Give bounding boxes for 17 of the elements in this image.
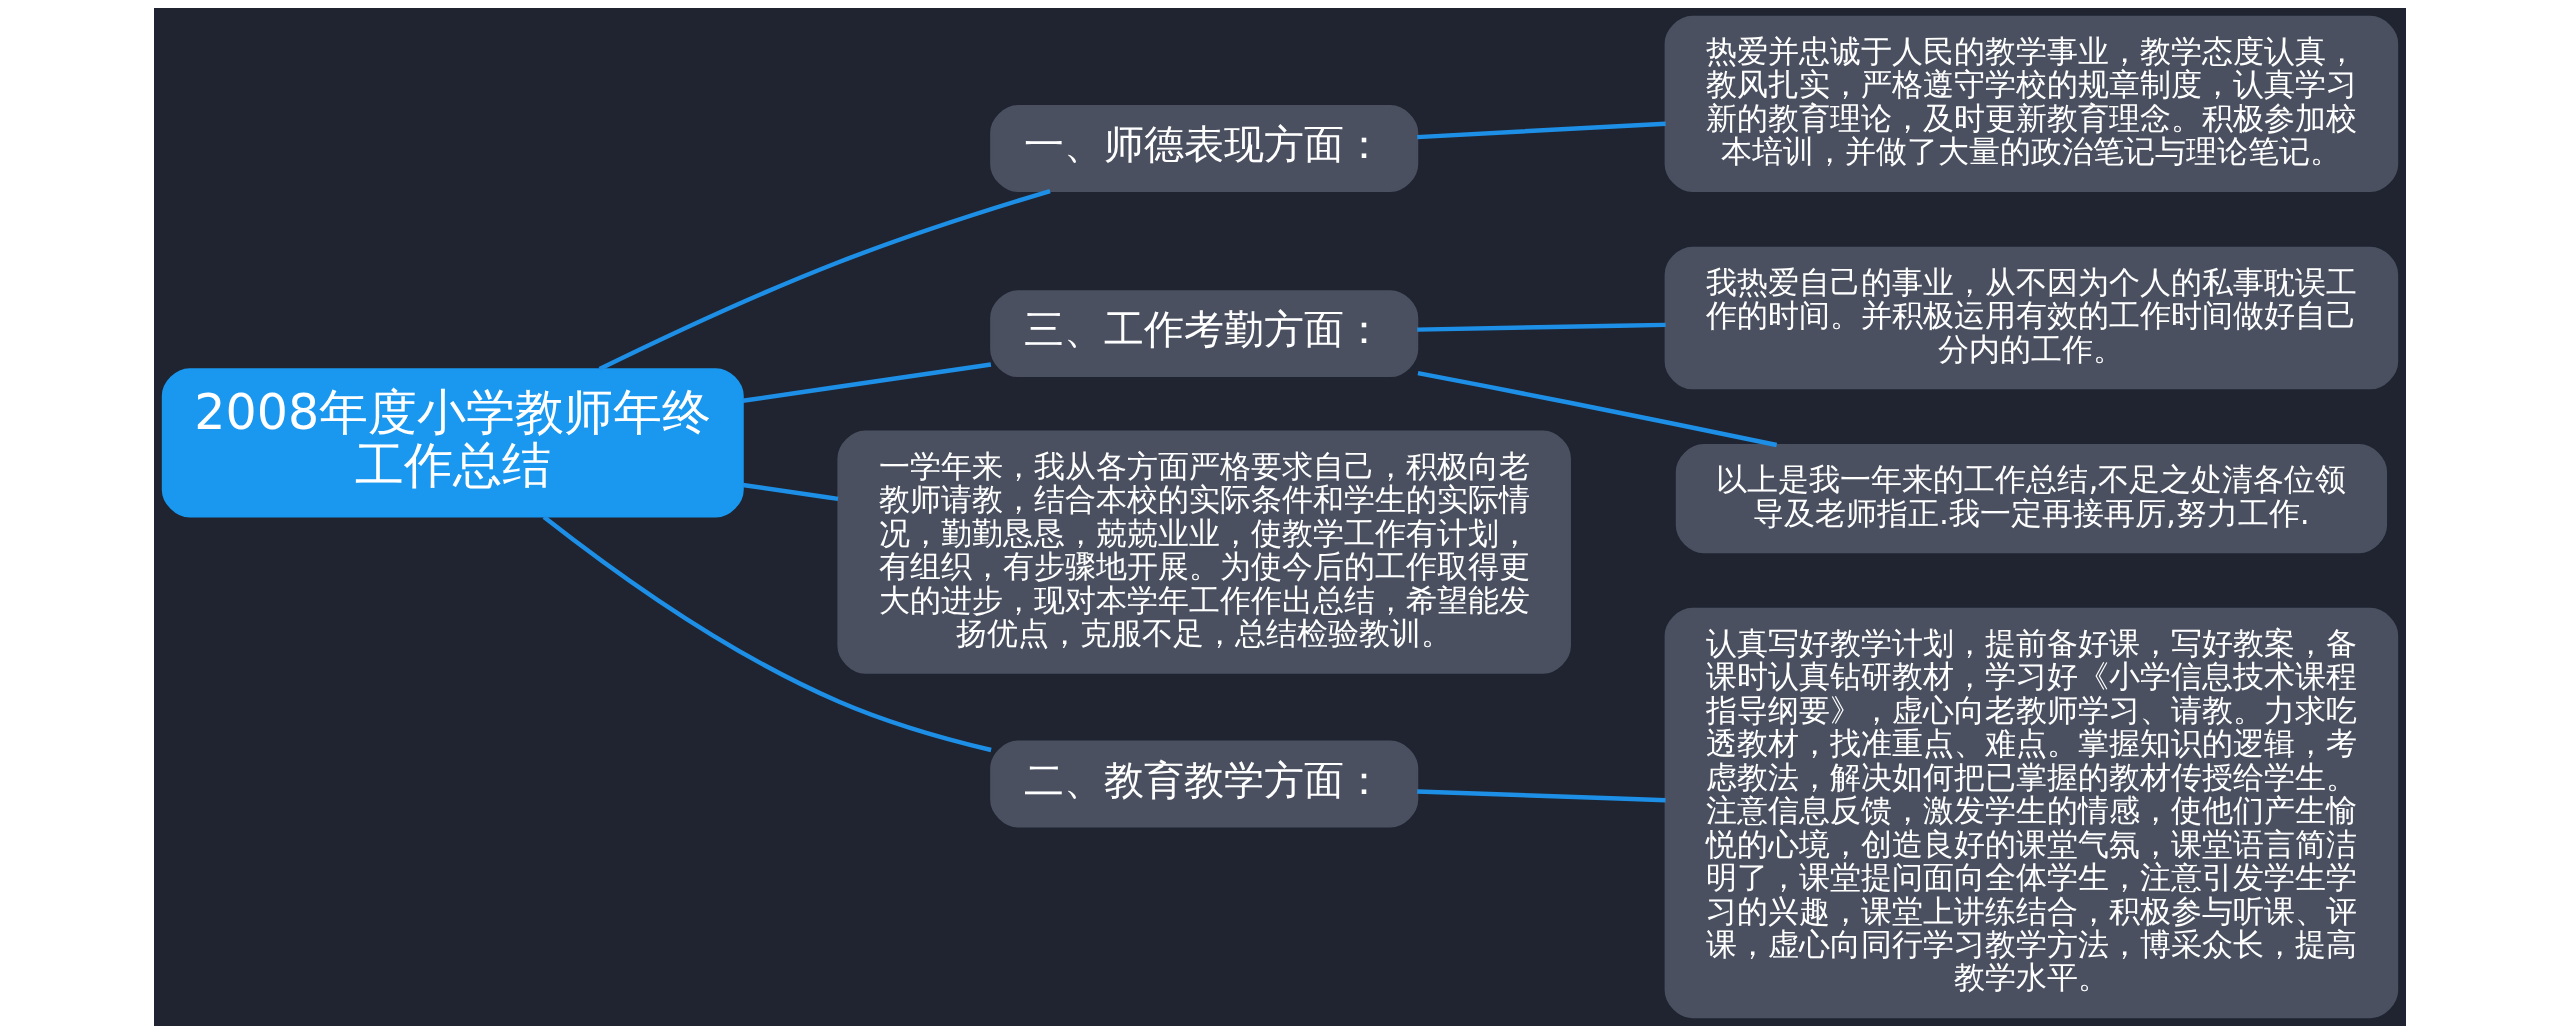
connector <box>742 482 839 502</box>
connector <box>598 188 1051 372</box>
node-box: 一、师德表现方面： <box>990 105 1419 193</box>
connector <box>742 362 992 403</box>
node-box: 三、工作考勤方面： <box>990 290 1419 378</box>
connector <box>542 515 992 753</box>
node-box: 以上是我一年来的工作总结,不足之处清各位领导及老师指正.我一定再接再厉,努力工作. <box>1675 443 2388 554</box>
node-box: 热爱并忠诚于人民的教学事业，教学态度认真，教风扎实，严格遵守学校的规章制度，认真学习新的教育理论，及时更新教育理念。积极参加校本培训，并做了大量的政治笔记与理论笔记。 <box>1664 15 2399 193</box>
node-box: 二、教育教学方面： <box>990 740 1419 828</box>
connector <box>1417 789 1666 803</box>
connector <box>1417 121 1666 140</box>
node-box: 一学年来，我从各方面严格要求自己，积极向老教师请教，结合本校的实际条件和学生的实际情况，勤勤恳恳，兢兢业业，使教学工作有计划，有组织，有步骤地开展。为使今后的工作取得更大的进步，现对本学年工作作出总结，希望能发扬优点，克服不足，总结检验教训。 <box>837 430 1571 674</box>
connector <box>1417 322 1666 332</box>
node-box: 我热爱自己的事业，从不因为个人的私事耽误工作的时间。并积极运用有效的工作时间做好自己分内的工作。 <box>1664 246 2399 390</box>
node-box: 2008年度小学教师年终工作总结 <box>161 368 744 518</box>
connector <box>1417 371 1778 448</box>
node-box: 认真写好教学计划，提前备好课，写好教案，备课时认真钻研教材，学习好《小学信息技术课程指导纲要》，虚心向老教师学习、请教。力求吃透教材，找准重点、难点。掌握知识的逻辑，考虑教法，解决如何把已掌握的教材传授给学生。注意信息反馈，激发学生的情感，使他们产生愉悦的心境，创造良好的课堂气氛，课堂语言简洁明了，课堂提问面向全体学生，注意引发学生学习的兴趣，课堂上讲练结合，积极参与听课、评课，虚心向同行学习教学方法，博采众长，提高教学水平。 <box>1664 607 2399 1019</box>
